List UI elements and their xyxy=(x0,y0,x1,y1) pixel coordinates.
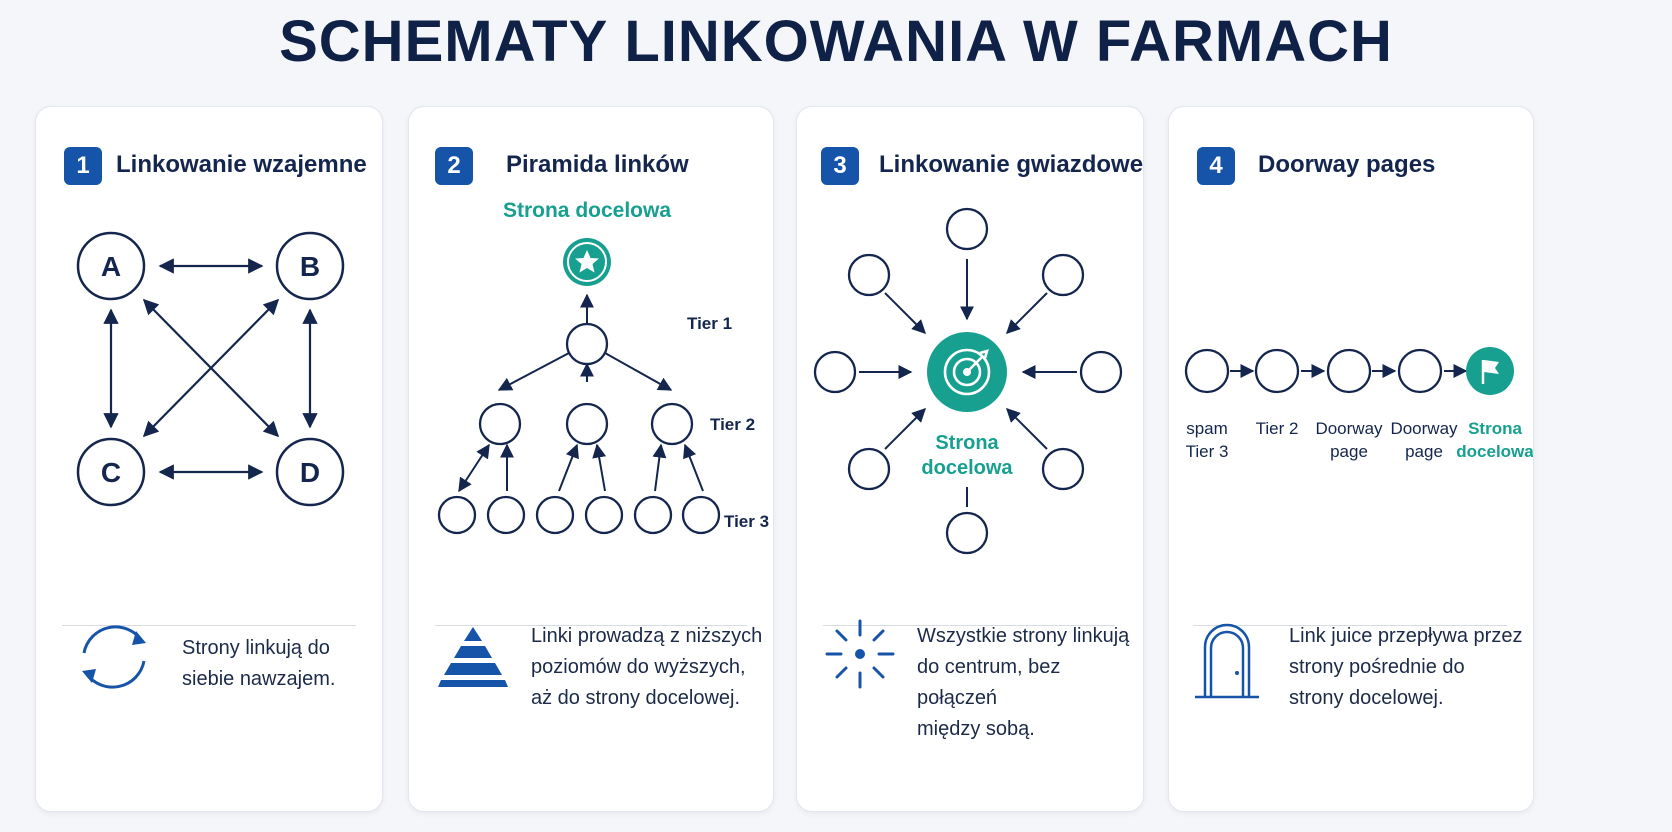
node-a-label: A xyxy=(101,251,121,282)
chain-node-doorway-1 xyxy=(1326,348,1372,394)
chain-label: page xyxy=(1405,442,1443,461)
satellite-node xyxy=(945,511,989,555)
chain-node-doorway-2 xyxy=(1397,348,1443,394)
panel-description: Strony linkują do siebie nawzajem. xyxy=(182,633,335,695)
chain-label: spam xyxy=(1186,419,1228,438)
door-icon xyxy=(1195,623,1259,699)
description-line: aż do strony docelowej. xyxy=(531,687,741,709)
tier-1-label: Tier 1 xyxy=(687,314,732,333)
description-line: Wszystkie strony linkują xyxy=(917,625,1130,647)
satellite-node xyxy=(847,447,891,491)
panel-title: Linkowanie gwiazdowe xyxy=(879,151,1144,178)
center-label-line1: Strona xyxy=(935,432,999,454)
description-line: strony pośrednie do xyxy=(1289,656,1465,678)
panel-doorway-pages: 4 Doorway pages spam Tier 3 Tier 2 Doorw… xyxy=(1168,106,1534,812)
chain-label: Doorway xyxy=(1390,419,1458,438)
satellite-node xyxy=(1041,253,1085,297)
panel-number-badge: 2 xyxy=(435,147,473,185)
description-line: Strony linkują do xyxy=(182,637,330,659)
chain-label: Doorway xyxy=(1315,419,1383,438)
node-c xyxy=(76,437,146,507)
tier3-node xyxy=(486,495,526,535)
panel-divider xyxy=(62,625,356,626)
satellite-node xyxy=(1079,350,1123,394)
chain-label: Tier 3 xyxy=(1186,442,1229,461)
pyramid-icon xyxy=(438,627,508,687)
starburst-icon xyxy=(825,619,895,689)
node-d xyxy=(275,437,345,507)
panel-description: Linki prowadzą z niższych poziomów do wy… xyxy=(531,621,762,714)
tier2-node xyxy=(650,402,694,446)
panel-link-pyramid: 2 Piramida linków Strona docelowa xyxy=(408,106,774,812)
tier1-node xyxy=(565,322,609,366)
panel-title: Doorway pages xyxy=(1258,151,1436,178)
description-line: między sobą. xyxy=(917,718,1035,740)
chain-node-spam xyxy=(1184,348,1230,394)
description-line: siebie nawzajem. xyxy=(182,668,336,690)
satellite-node xyxy=(847,253,891,297)
satellite-node xyxy=(1041,447,1085,491)
panel-mutual-linking: 1 Linkowanie wzajemne A B C D xyxy=(35,106,383,812)
node-d-label: D xyxy=(300,457,320,488)
tier2-node xyxy=(478,402,522,446)
doorway-chain-diagram: spam Tier 3 Tier 2 Doorway page Doorway … xyxy=(1184,347,1533,461)
link-b-c xyxy=(142,298,280,438)
description-line: do centrum, bez połączeń xyxy=(917,656,1061,709)
description-line: poziomów do wyższych, xyxy=(531,656,746,678)
target-page-label: Strona docelowa xyxy=(503,199,671,222)
panel-divider xyxy=(823,625,1115,626)
panel-star-linking: 3 Linkowanie gwiazdowe xyxy=(796,106,1144,812)
chain-label-target: Strona xyxy=(1468,419,1522,438)
tier3-node xyxy=(584,495,624,535)
node-b-label: B xyxy=(300,251,320,282)
refresh-cycle-icon xyxy=(82,625,146,689)
node-b xyxy=(275,231,345,301)
satellite-node xyxy=(945,207,989,251)
center-label-line2: docelowa xyxy=(921,457,1013,479)
satellite-node xyxy=(813,350,857,394)
panel-number-badge: 1 xyxy=(64,147,102,185)
panel-divider xyxy=(435,625,747,626)
mutual-linking-diagram: A B C D xyxy=(76,231,345,507)
tier3-node xyxy=(437,495,477,535)
pyramid-diagram: Strona docelowa xyxy=(437,199,769,535)
tier-2-label: Tier 2 xyxy=(710,415,755,434)
page-title: SCHEMATY LINKOWANIA W FARMACH xyxy=(279,9,1393,74)
chain-label: page xyxy=(1330,442,1368,461)
panel-title: Piramida linków xyxy=(506,151,689,178)
panel-description: Link juice przepływa przez strony pośred… xyxy=(1289,621,1522,714)
chain-label: Tier 2 xyxy=(1256,419,1299,438)
tier-3-label: Tier 3 xyxy=(724,512,769,531)
panel-divider xyxy=(1193,625,1507,626)
tier2-node xyxy=(565,402,609,446)
node-a xyxy=(76,231,146,301)
node-c-label: C xyxy=(101,457,121,488)
star-icon xyxy=(575,250,599,273)
description-line: Linki prowadzą z niższych xyxy=(531,625,763,647)
panel-number-badge: 3 xyxy=(821,147,859,185)
tier3-node xyxy=(681,495,721,535)
chain-node-tier2 xyxy=(1254,348,1300,394)
tier3-node xyxy=(535,495,575,535)
star-diagram: Strona docelowa xyxy=(813,207,1123,555)
tier3-node xyxy=(633,495,673,535)
description-line: strony docelowej. xyxy=(1289,687,1444,709)
flag-icon xyxy=(1481,360,1499,384)
panel-number-badge: 4 xyxy=(1197,147,1235,185)
panel-title: Linkowanie wzajemne xyxy=(116,151,367,178)
description-line: Link juice przepływa przez xyxy=(1289,625,1523,647)
chain-label-target: docelowa xyxy=(1456,442,1533,461)
panel-description: Wszystkie strony linkują do centrum, bez… xyxy=(917,621,1143,745)
